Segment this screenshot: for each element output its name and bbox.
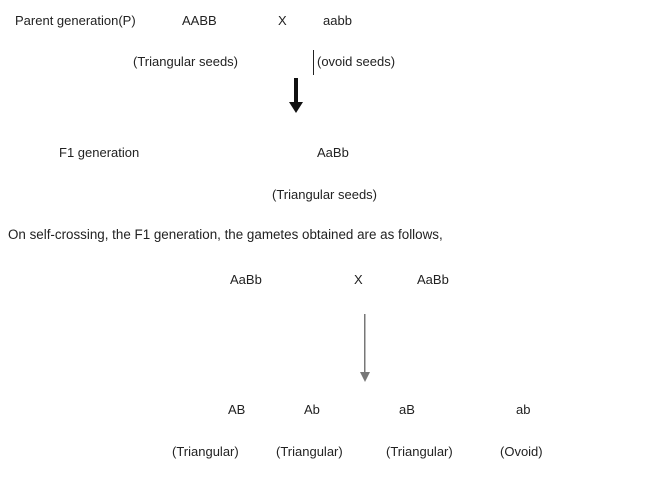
gamete-genotype: Ab: [304, 402, 320, 417]
gamete-phenotype: (Triangular): [386, 444, 453, 459]
gamete-phenotype: (Ovoid): [500, 444, 543, 459]
parent-phenotype-1: (Triangular seeds): [133, 54, 239, 69]
parent-phenotype-2: (ovoid seeds): [317, 54, 396, 69]
self-cross-genotype-1: AaBb: [230, 272, 262, 287]
gamete-genotype: aB: [399, 402, 415, 417]
self-cross-genotype-2: AaBb: [417, 272, 449, 287]
parent-genotype-2: aabb: [323, 13, 352, 28]
gamete-genotype: AB: [228, 402, 246, 417]
cross-symbol: X: [278, 13, 287, 28]
self-cross-sentence: On self-crossing, the F1 generation, the…: [8, 227, 443, 242]
down-arrow-icon: [289, 78, 303, 113]
parent-genotype-1: AABB: [182, 13, 217, 28]
gamete-phenotype: (Triangular): [172, 444, 239, 459]
self-cross-symbol: X: [354, 272, 363, 287]
f1-phenotype: (Triangular seeds): [272, 187, 378, 202]
f1-generation-label: F1 generation: [59, 145, 140, 160]
gamete-phenotype: (Triangular): [276, 444, 343, 459]
parent-generation-label: Parent generation(P): [15, 13, 136, 28]
thin-down-arrow-icon: [360, 314, 370, 382]
gamete-genotype: ab: [516, 402, 531, 417]
f1-genotype: AaBb: [317, 145, 349, 160]
text-cursor-bar: [313, 50, 314, 75]
